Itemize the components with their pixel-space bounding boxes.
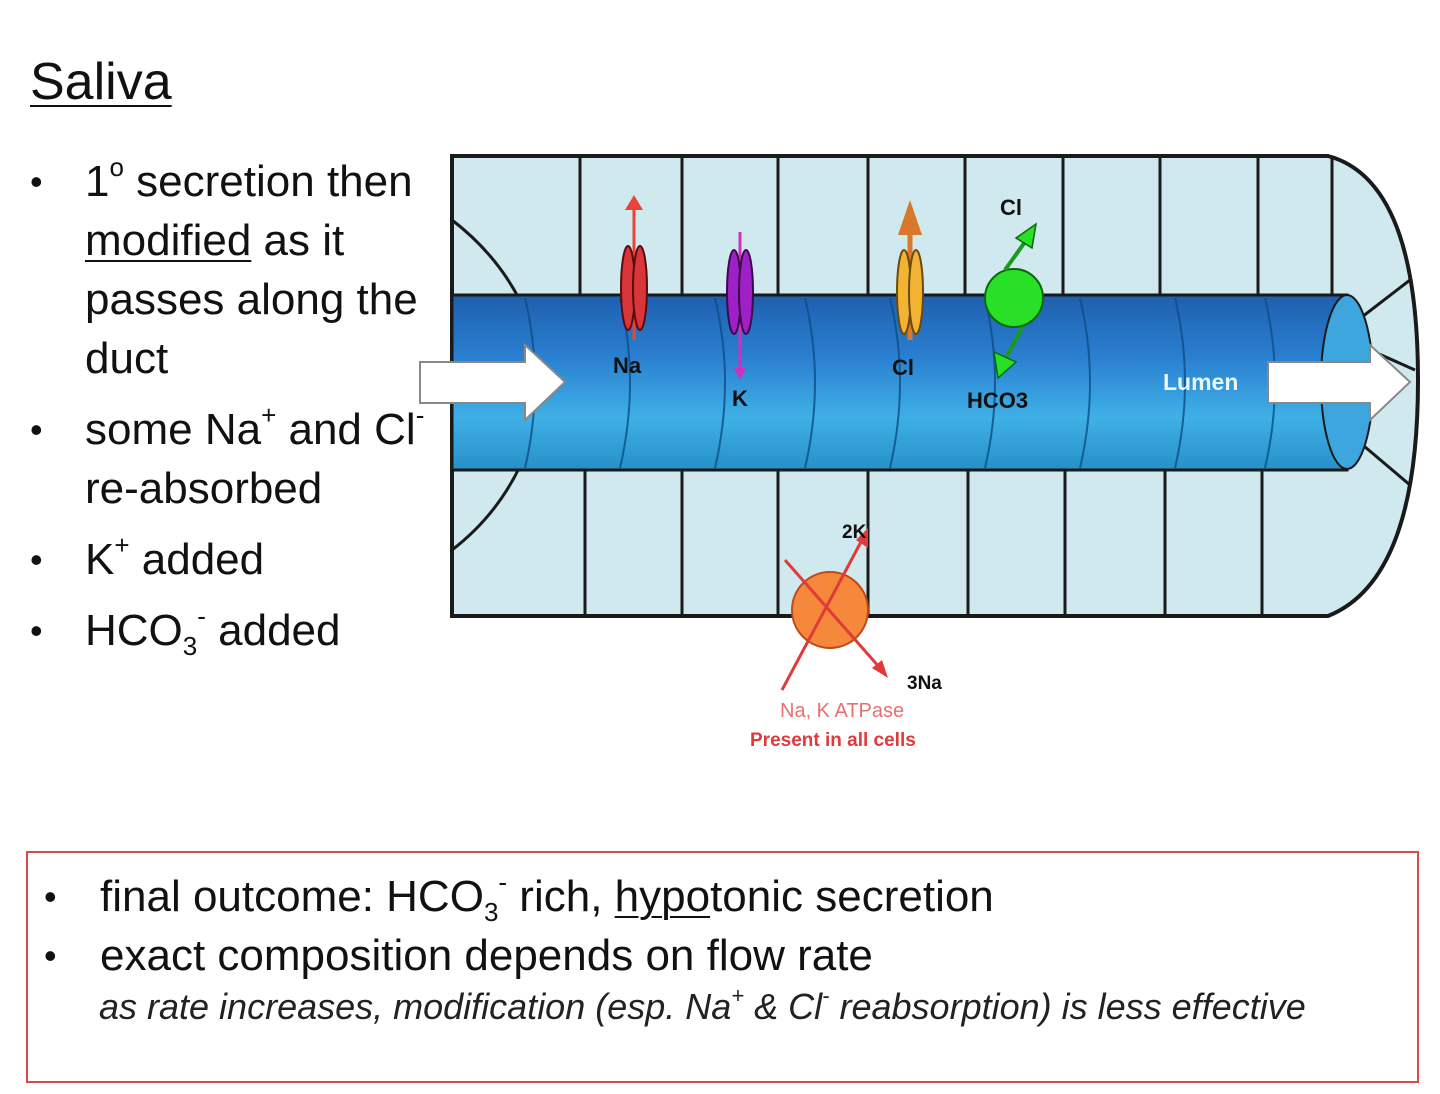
exchanger-hco3-label: HCO3 [967, 388, 1028, 413]
pump-note-label: Present in all cells [750, 730, 916, 751]
bullet-list: 1o secretion then modified as it passes … [30, 152, 430, 672]
page-title: Saliva [30, 53, 172, 111]
inflow-arrow [419, 342, 567, 423]
summary-flow-rate: exact composition depends on flow rate [44, 926, 994, 985]
bottom-cell-walls [583, 470, 1264, 616]
bullet-k-added: K+ added [30, 530, 430, 589]
cl-hco3-exchanger-icon [984, 222, 1044, 380]
bullet-na-cl-reabsorbed: some Na+ and Cl- re-absorbed [30, 400, 430, 518]
na-channel-label: Na [613, 353, 642, 378]
cl-channel-icon [896, 200, 924, 340]
cl-channel-label: Cl [892, 355, 914, 380]
na-k-atpase-pump-icon [780, 528, 888, 691]
summary-final-outcome: final outcome: HCO3- rich, hypotonic sec… [44, 867, 994, 926]
pump-3na-label: 3Na [907, 673, 942, 694]
bullet-hco3-added: HCO3- added [30, 601, 430, 660]
pump-name-label: Na, K ATPase [780, 700, 904, 722]
pump-2k-label: 2K [842, 522, 867, 543]
bullet-primary-secretion: 1o secretion then modified as it passes … [30, 152, 430, 388]
duct-diagram: Na K Cl Cl HCO3 Lumen 2K 3Na Na, K ATPas… [419, 154, 1421, 751]
exchanger-cl-label: Cl [1000, 195, 1022, 220]
outflow-arrow [1267, 342, 1412, 423]
k-channel-label: K [732, 386, 748, 411]
summary-box: final outcome: HCO3- rich, hypotonic sec… [26, 851, 1419, 1083]
summary-note: as rate increases, modification (esp. Na… [99, 983, 1306, 1028]
k-channel-icon [726, 232, 754, 380]
top-cell-walls [578, 156, 1334, 295]
na-channel-icon [620, 195, 648, 340]
lumen-label: Lumen [1163, 369, 1238, 395]
